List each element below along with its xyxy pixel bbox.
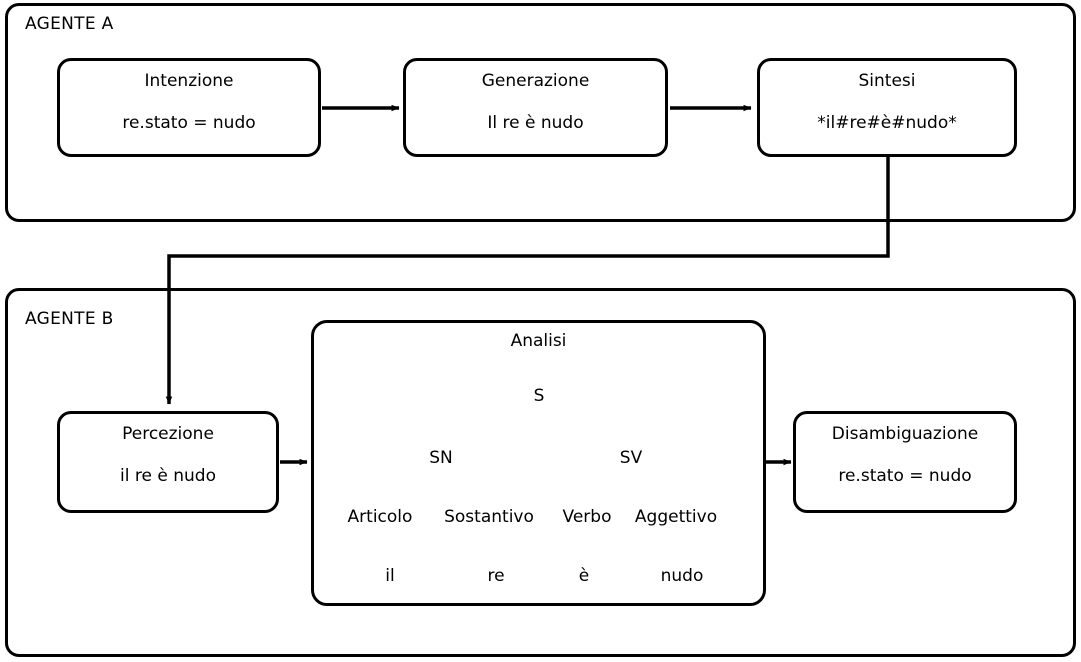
disambiguazione-title: Disambiguazione [831, 424, 979, 444]
tree-leaf-re: re [487, 566, 505, 586]
generazione-value: Il re è nudo [487, 113, 584, 133]
sintesi-title: Sintesi [858, 71, 916, 91]
tree-node-verbo: Verbo [562, 507, 612, 527]
analisi-title: Analisi [510, 331, 567, 351]
sintesi-box[interactable]: Sintesi *il#re#è#nudo* [757, 58, 1017, 157]
percezione-box[interactable]: Percezione il re è nudo [57, 411, 279, 513]
tree-node-articolo: Articolo [347, 507, 413, 527]
intenzione-value: re.stato = nudo [122, 113, 256, 133]
tree-node-sn: SN [429, 448, 453, 468]
agent-a-label: AGENTE A [25, 14, 114, 34]
tree-leaf-il: il [385, 566, 395, 586]
analisi-box[interactable]: Analisi [311, 320, 766, 606]
tree-leaf-e-accento: è [578, 566, 590, 586]
arrow-sintesi-to-percezione [165, 157, 890, 405]
percezione-title: Percezione [122, 424, 214, 444]
generazione-box[interactable]: Generazione Il re è nudo [403, 58, 668, 157]
percezione-value: il re è nudo [120, 466, 216, 486]
intenzione-title: Intenzione [144, 71, 234, 91]
intenzione-box[interactable]: Intenzione re.stato = nudo [57, 58, 321, 157]
tree-node-sv: SV [619, 448, 643, 468]
agent-b-container [5, 288, 1076, 657]
tree-node-aggettivo: Aggettivo [634, 507, 718, 527]
agent-b-label: AGENTE B [25, 309, 114, 329]
sintesi-value: *il#re#è#nudo* [817, 113, 957, 133]
disambiguazione-box[interactable]: Disambiguazione re.stato = nudo [793, 411, 1017, 513]
tree-node-s: S [533, 386, 545, 406]
agent-a-container [5, 3, 1076, 222]
tree-leaf-nudo: nudo [660, 566, 704, 586]
tree-node-sostantivo: Sostantivo [444, 507, 534, 527]
disambiguazione-value: re.stato = nudo [838, 466, 972, 486]
generazione-title: Generazione [481, 71, 590, 91]
